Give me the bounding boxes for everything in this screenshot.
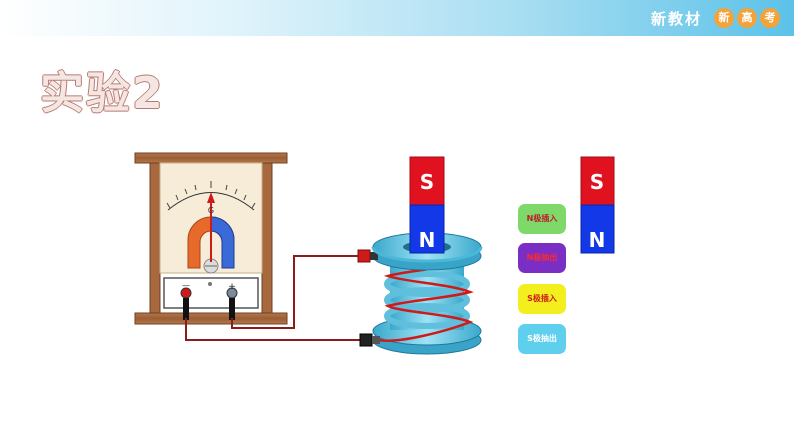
plus-label: + (228, 282, 236, 292)
minus-label: — (182, 281, 190, 290)
n-pole-insert-button[interactable]: N极插入 (518, 204, 566, 234)
bar-magnet-spare[interactable]: S N (580, 156, 615, 254)
coil-connector-top (357, 249, 371, 263)
banner-badge-xin: 新 (714, 8, 734, 28)
bar-magnet-inserted[interactable]: S N (409, 156, 445, 254)
banner-badge-gao: 高 (737, 8, 757, 28)
top-banner: 新教材 新 高 考 (0, 0, 794, 36)
s-pole-extract-button[interactable]: S极抽出 (518, 324, 566, 354)
banner-badge-kao: 考 (760, 8, 780, 28)
spare-magnet-s-label: S (590, 170, 604, 194)
coil-winding (377, 260, 474, 342)
s-pole-insert-button[interactable]: S极插入 (518, 284, 566, 314)
spare-magnet-n-label: N (589, 228, 606, 252)
circuit-wires (185, 255, 362, 341)
dial-scale (166, 181, 256, 209)
n-pole-extract-button[interactable]: N极抽出 (518, 243, 566, 273)
inserted-magnet-n-label: N (419, 228, 436, 252)
galvanometer: G — + (134, 152, 288, 325)
dial-letter: G (208, 206, 214, 215)
inserted-magnet-s-label: S (420, 170, 434, 194)
banner-title: 新教材 (650, 10, 702, 28)
coil-connector-bottom (359, 333, 373, 347)
slide-title: 实验2 (40, 68, 165, 119)
